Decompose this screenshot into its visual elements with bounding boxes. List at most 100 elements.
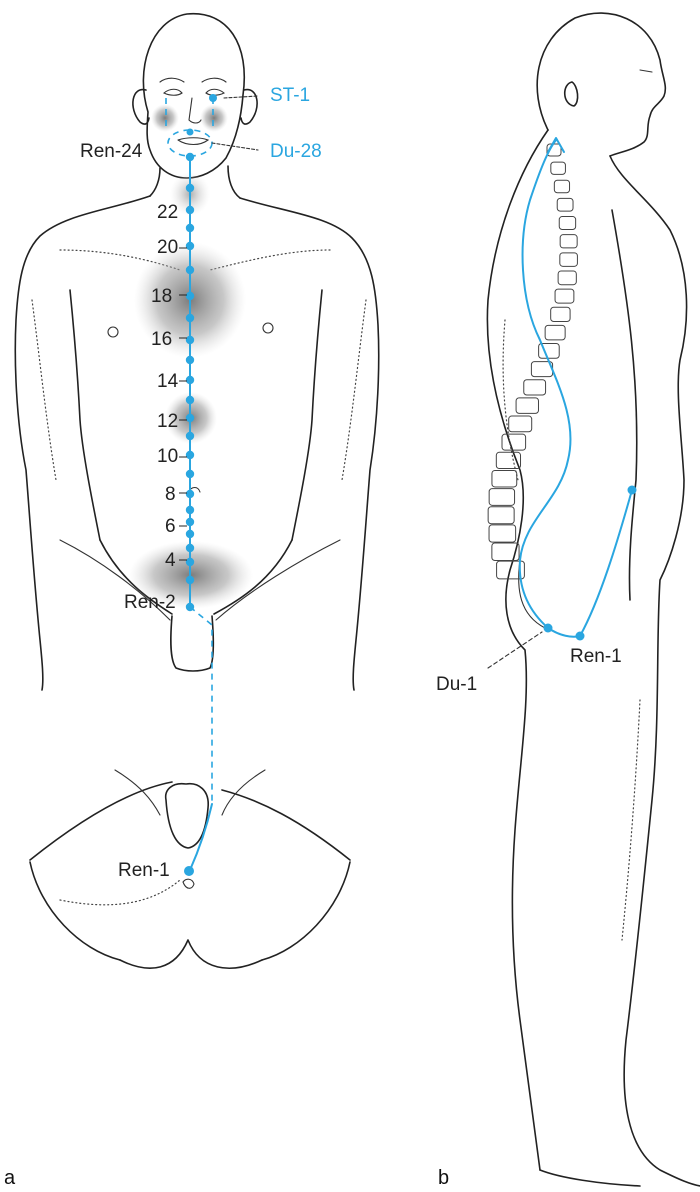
number-10: 10 [157,446,178,467]
ren-point [186,414,194,422]
front-right-brow [202,78,226,82]
panel-label-b: b [438,1167,449,1189]
side-ren-upper-point [628,486,637,495]
ren-point [186,506,194,514]
front-left-eye [164,89,182,95]
ren-point [186,396,194,404]
inset-left-buttock [30,862,120,960]
side-foot [540,1170,640,1186]
inset-right-buttock [262,862,350,960]
label-du28: Du-28 [270,141,322,162]
number-20: 20 [157,237,178,258]
ren-point [186,432,194,440]
front-st1-point [209,94,217,102]
front-neck-left [150,168,160,196]
number-22: 22 [157,202,178,223]
vertebra [551,307,570,321]
perineum-inset-figure: Ren-1 [30,770,350,968]
inset-right-thigh [222,790,350,860]
ren-point [186,356,194,364]
vertebra [559,217,575,230]
ren-point [186,376,194,384]
ren-point [186,576,194,584]
vertebra [492,470,517,487]
front-head-outline [143,14,244,178]
vertebra [555,289,574,303]
ren-point [186,266,194,274]
front-stipple-left [32,300,56,480]
front-right-arm-inner [292,290,322,540]
front-right-eye [206,89,224,95]
vertebra [554,180,569,193]
label-st1: ST-1 [270,85,310,106]
ren-point [186,544,194,552]
number-4: 4 [165,550,176,571]
ren-point [186,451,194,459]
front-st1-leader [224,96,258,98]
side-front-outline [610,156,700,1186]
inset-anus [183,879,194,888]
vertebra [524,380,546,395]
front-mouth [178,138,208,145]
ren-point [186,558,194,566]
number-6: 6 [165,516,176,537]
side-buttock [519,560,545,628]
vertebra [545,325,565,340]
front-left-nipple [108,327,118,337]
side-back-outline [487,130,548,1170]
front-genital-outline [171,616,214,671]
number-12: 12 [157,411,178,432]
ren-point [186,336,194,344]
vertebra [516,398,538,414]
ren-point [186,224,194,232]
ren-point [186,490,194,498]
side-stipple-leg [622,700,640,940]
front-neck-right [228,166,240,198]
side-head-outline [537,13,665,156]
number-8: 8 [165,484,176,505]
side-eye [640,70,652,72]
inset-left-thigh [30,782,172,860]
ren-point [186,292,194,300]
number-14: 14 [157,371,179,392]
inset-buttocks [120,940,262,968]
front-right-nipple [263,323,273,333]
ren-point [186,153,194,161]
side-ear [565,82,578,106]
front-left-arm-inner [70,290,100,540]
ren-point [186,242,194,250]
side-view-figure: Ren-1 Du-1 [436,13,700,1186]
side-ren1-point [576,632,585,641]
front-stipple-right [342,300,366,480]
vertebra [502,434,526,450]
front-left-brow [160,78,184,82]
number-18: 18 [151,286,172,307]
front-shade-cheek-right [200,104,228,132]
side-spine [488,144,577,579]
side-ren-meridian-line [548,490,632,637]
vertebra [551,162,566,174]
vertebra [560,235,577,248]
label-du1: Du-1 [436,674,477,695]
front-du28-point [187,129,194,136]
label-ren1-front: Ren-1 [118,860,170,881]
front-shade-cheek-left [151,104,179,132]
side-du1-point [544,624,553,633]
ren-point [186,530,194,538]
vertebra [560,253,578,267]
ren-point [186,314,194,322]
label-ren24: Ren-24 [80,141,143,162]
number-16: 16 [151,329,172,350]
vertebra [489,489,514,506]
ren-point [186,470,194,478]
ren-point [186,184,194,192]
vertebra [489,525,516,542]
label-ren1-side: Ren-1 [570,646,622,667]
side-arm [612,210,637,600]
front-nose [189,98,201,123]
vertebra [509,416,532,432]
ren-point [186,518,194,526]
label-ren2: Ren-2 [124,592,176,613]
inset-ren1-point [184,866,194,876]
